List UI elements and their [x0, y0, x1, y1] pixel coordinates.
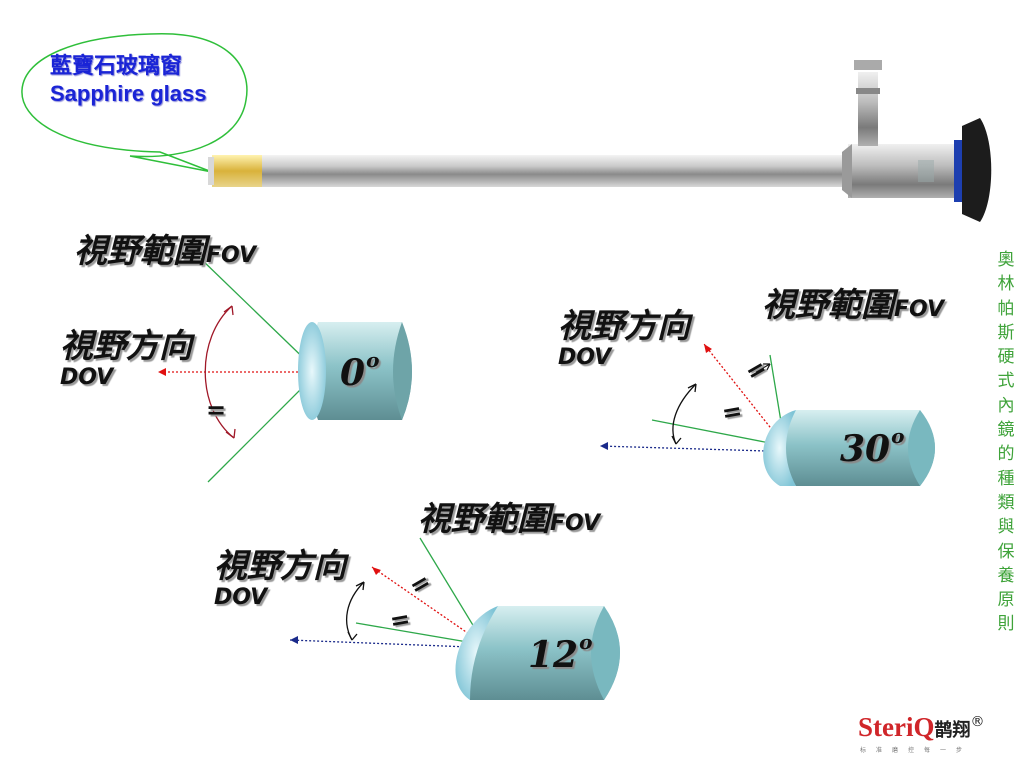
fov-label-12: 視野範圍FOV: [418, 499, 600, 538]
diagram-30-degree: [599, 343, 935, 486]
side-title: 奧林帕斯 硬式內鏡 的種類與 保養原則: [997, 250, 1015, 635]
angle-arc: [204, 305, 235, 439]
steriq-logo: SteriQ鹊翔® 标准磨控每一步: [858, 712, 985, 754]
logo-brand: SteriQ: [858, 712, 935, 742]
lens-face: [763, 410, 796, 486]
fov-line: [199, 257, 319, 373]
lens-face: [298, 322, 326, 420]
diagram-0-degree: [158, 257, 412, 483]
equal-mark: =: [206, 396, 227, 424]
callout-text: 藍寶石玻璃窗 Sapphire glass: [50, 52, 207, 108]
angle-label-12: 12o: [528, 630, 593, 676]
fov-label-30: 視野範圍FOV: [762, 285, 944, 324]
sapphire-tip: [212, 155, 262, 187]
callout-bubble: [21, 33, 248, 173]
endoscope-shaft: [212, 155, 852, 187]
callout-line-english: Sapphire glass: [50, 81, 207, 106]
angle-label-30: 30o: [840, 424, 905, 470]
diagram-12-degree: [289, 537, 620, 700]
angle-label-0: 0o: [340, 348, 380, 394]
callout-line-chinese: 藍寶石玻璃窗: [50, 53, 183, 78]
logo-chinese: 鹊翔: [934, 720, 971, 741]
logo-registered: ®: [970, 714, 985, 730]
logo-tagline: 标准磨控每一步: [860, 747, 973, 754]
fov-label-0: 視野範圍FOV: [74, 231, 256, 270]
lens-face: [455, 606, 498, 700]
